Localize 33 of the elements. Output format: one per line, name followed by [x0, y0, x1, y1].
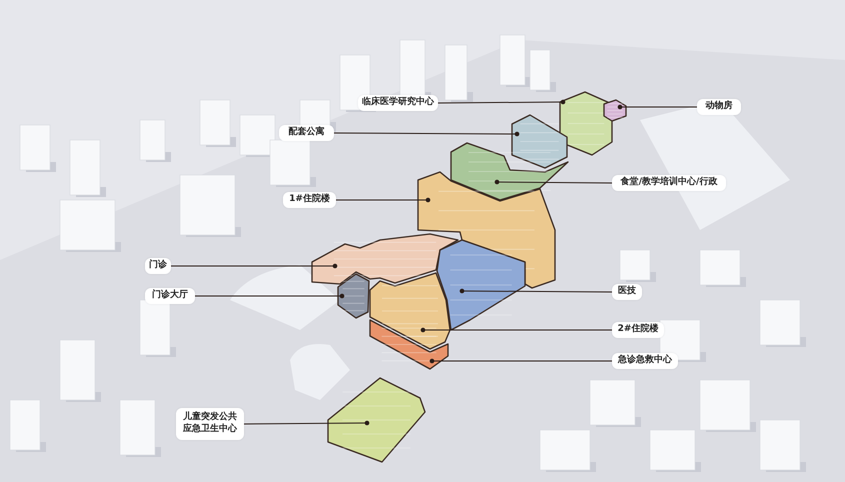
leader-line	[170, 264, 338, 268]
leader-line	[494, 180, 612, 184]
callout-label: 动物房	[697, 99, 741, 115]
building-block	[312, 234, 458, 284]
callout-label: 配套公寓	[279, 125, 334, 141]
building-block	[560, 92, 612, 155]
leader-line	[334, 132, 520, 136]
building-block	[328, 378, 425, 462]
building-block	[418, 172, 555, 288]
callout-label: 门诊大厅	[145, 288, 195, 304]
leader-line	[420, 328, 612, 332]
leader-line	[244, 420, 370, 426]
leader-line	[618, 104, 698, 110]
building-block	[370, 320, 448, 369]
building-block	[604, 100, 626, 121]
leader-line	[194, 294, 344, 298]
callout-label: 1#住院楼	[283, 192, 336, 208]
building-block	[451, 143, 568, 200]
building-block	[512, 115, 567, 168]
callout-label: 儿童突发公共应急卫生中心	[176, 408, 244, 440]
leader-line	[460, 288, 612, 294]
leader-line	[438, 100, 566, 104]
leader-line	[430, 358, 612, 364]
building-block	[437, 240, 525, 330]
callout-label: 急诊急救中心	[612, 353, 678, 369]
callout-label: 医技	[612, 284, 642, 300]
building-block	[370, 273, 450, 349]
building-block	[338, 274, 369, 318]
leader-line	[336, 198, 430, 202]
callout-label: 食堂/教学培训中心/行政	[612, 175, 726, 191]
callout-label: 门诊	[145, 258, 171, 274]
callout-label: 临床医学研究中心	[358, 95, 438, 111]
callout-label: 2#住院楼	[612, 322, 664, 338]
